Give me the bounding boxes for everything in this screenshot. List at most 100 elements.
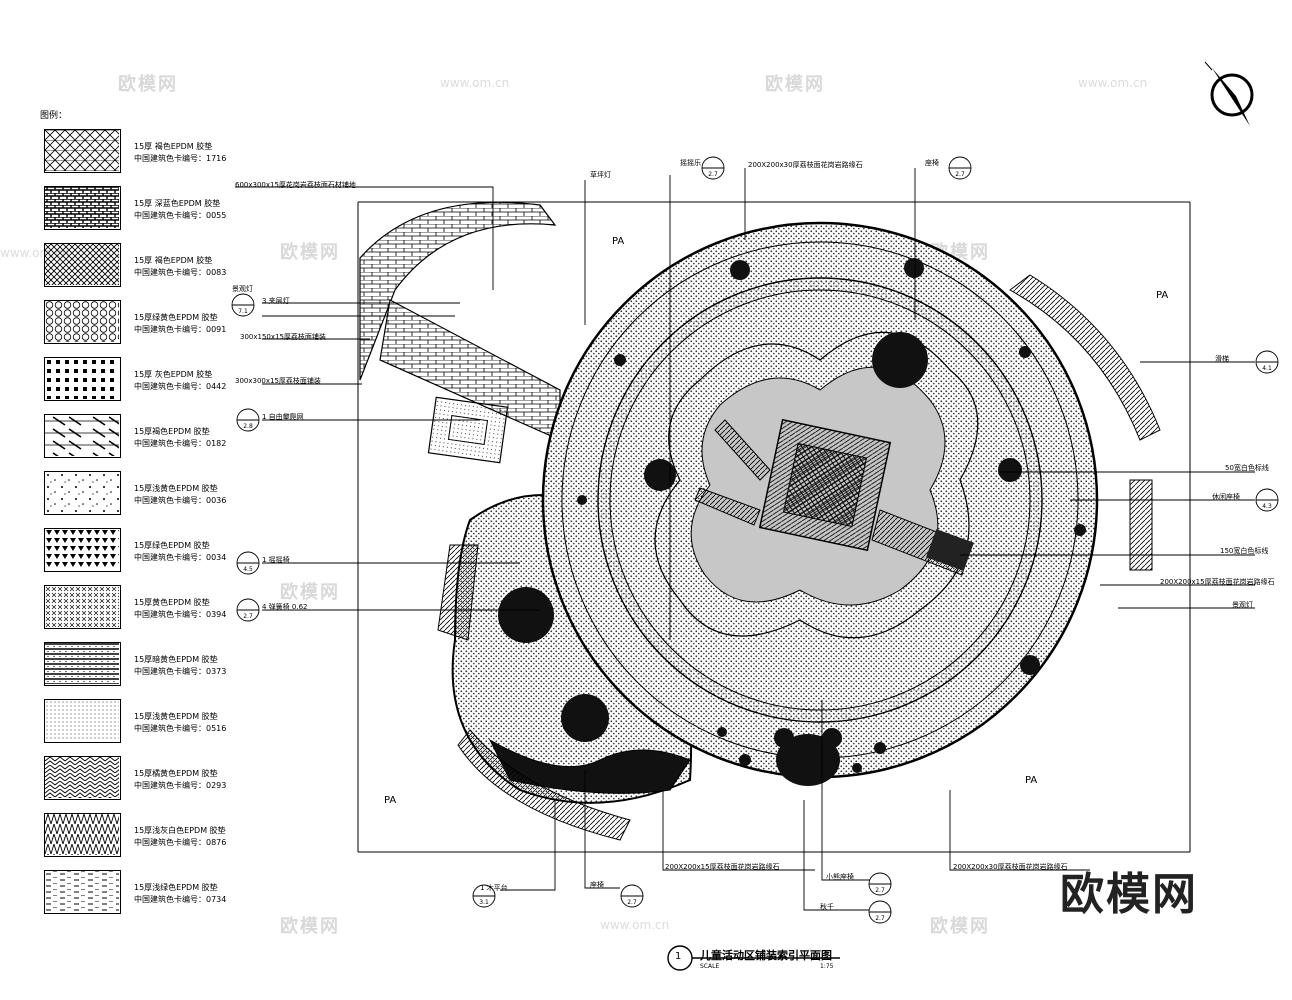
legend-item: 15厚 深蓝色EPDM 胶垫中国建筑色卡编号：0055 — [40, 186, 230, 243]
reference-sheet: 4.3 — [1262, 503, 1272, 510]
annotation-label: 景观灯 — [232, 285, 253, 293]
legend-swatch — [44, 243, 121, 287]
detail-reference: 3.1 — [472, 884, 496, 908]
north-arrow-icon — [1204, 61, 1254, 126]
legend-heading: 图例： — [40, 111, 68, 121]
shrub-icon — [874, 742, 886, 754]
title-marker — [667, 945, 840, 971]
tree-icon — [998, 458, 1022, 482]
reference-sheet: 3.1 — [479, 899, 489, 906]
annotation-label: 200X200x30厚荔枝面花岗岩路缘石 — [953, 863, 1068, 871]
annotation-label: 3 夹层灯 — [262, 297, 290, 305]
legend-color-code: 中国建筑色卡编号：0055 — [134, 211, 227, 220]
legend-item: 15厚 灰色EPDM 胶垫中国建筑色卡编号：0442 — [40, 357, 230, 414]
reference-sheet: 2.8 — [243, 423, 253, 430]
scale-value: 1:75 — [820, 963, 834, 970]
legend-color-code: 中国建筑色卡编号：0394 — [134, 610, 227, 619]
shrub-icon — [717, 727, 727, 737]
annotation-label: 300x300x15厚荔枝面铺装 — [235, 377, 321, 385]
annotation-label: 1 木平台 — [480, 884, 508, 892]
legend-material: 15厚绿黄色EPDM 胶垫 — [134, 313, 218, 322]
annotation-label: 600x300x15厚花岗岩荔枝面石材铺地 — [235, 181, 356, 189]
tree-icon — [730, 260, 750, 280]
watermark-logo: 欧模网 — [765, 74, 825, 95]
legend-item: 15厚浅黄色EPDM 胶垫中国建筑色卡编号：0036 — [40, 471, 230, 528]
detail-reference: 2.8 — [236, 408, 260, 432]
legend-item: 15厚浅灰白色EPDM 胶垫中国建筑色卡编号：0876 — [40, 813, 230, 870]
legend-material: 15厚褐色EPDM 胶垫 — [134, 427, 210, 436]
legend-color-code: 中国建筑色卡编号：0091 — [134, 325, 227, 334]
shrub-icon — [1074, 524, 1086, 536]
detail-reference: 4.3 — [1255, 488, 1279, 512]
legend-swatch — [44, 129, 121, 173]
paver-path — [359, 201, 561, 441]
legend-color-code: 中国建筑色卡编号：0516 — [134, 724, 227, 733]
legend-swatch — [44, 813, 121, 857]
legend-color-code: 中国建筑色卡编号：1716 — [134, 154, 227, 163]
legend-swatch — [44, 357, 121, 401]
annotation-label: 摇摇乐 — [680, 159, 701, 167]
tree-icon — [644, 459, 676, 491]
legend-item: 15厚褐色EPDM 胶垫中国建筑色卡编号：0182 — [40, 414, 230, 471]
legend-swatch — [44, 642, 121, 686]
detail-reference: 2.7 — [868, 900, 892, 924]
shrub-icon — [577, 495, 587, 505]
annotation-label: 滑梯 — [1215, 355, 1229, 363]
legend-material: 15厚浅灰白色EPDM 胶垫 — [134, 826, 226, 835]
legend-material: 15厚黄色EPDM 胶垫 — [134, 598, 210, 607]
reference-sheet: 4.5 — [243, 566, 253, 573]
annotation-label: 200X200x15厚荔枝面花岗岩路缘石 — [665, 863, 780, 871]
shrub-icon — [852, 763, 862, 773]
legend-material: 15厚浅绿色EPDM 胶垫 — [134, 883, 218, 892]
legend-item: 15厚暗黄色EPDM 胶垫中国建筑色卡编号：0373 — [40, 642, 230, 699]
annotation-label: 200X200x15厚荔枝面花岗岩路缘石 — [1160, 578, 1275, 586]
reference-sheet: 2.7 — [955, 171, 965, 178]
detail-reference: 2.7 — [236, 598, 260, 622]
legend-material: 15厚浅黄色EPDM 胶垫 — [134, 712, 218, 721]
annotation-label: 50宽白色标线 — [1225, 464, 1269, 472]
side-benches — [457, 274, 1161, 841]
tree-icon — [1020, 655, 1040, 675]
legend-color-code: 中国建筑色卡编号：0876 — [134, 838, 227, 847]
zone-label-pa: PA — [612, 236, 625, 247]
reference-sheet: 7.1 — [238, 308, 248, 315]
reference-sheet: 2.7 — [243, 613, 253, 620]
legend-swatch — [44, 471, 121, 515]
shrub-icon — [614, 354, 626, 366]
reference-sheet: 2.7 — [875, 887, 885, 894]
legend-color-code: 中国建筑色卡编号：0083 — [134, 268, 227, 277]
tree-icon — [872, 332, 928, 388]
annotation-label: 秋千 — [820, 903, 834, 911]
watermark-logo: 欧模网 — [280, 582, 340, 603]
legend-swatch — [44, 300, 121, 344]
legend-item: 15厚浅绿色EPDM 胶垫中国建筑色卡编号：0734 — [40, 870, 230, 927]
legend-item: 15厚绿色EPDM 胶垫中国建筑色卡编号：0034 — [40, 528, 230, 585]
tree-icon — [904, 258, 924, 278]
legend-item: 15厚 褐色EPDM 胶垫中国建筑色卡编号：1716 — [40, 129, 230, 186]
watermark-logo: 欧模网 — [280, 242, 340, 263]
annotation-label: 200X200x30厚荔枝面花岗岩路缘石 — [748, 161, 863, 169]
trees — [498, 258, 1086, 773]
drawing-title: 儿童活动区铺装索引平面图 — [700, 949, 832, 962]
zone-label-pa: PA — [1025, 775, 1038, 786]
legend-material: 15厚浅黄色EPDM 胶垫 — [134, 484, 218, 493]
watermark-logo: 欧模网 — [930, 916, 990, 937]
legend-item: 15厚橘黄色EPDM 胶垫中国建筑色卡编号：0293 — [40, 756, 230, 813]
watermark-url: www.om.cn — [600, 918, 670, 932]
legend-color-code: 中国建筑色卡编号：0373 — [134, 667, 227, 676]
legend-material: 15厚 灰色EPDM 胶垫 — [134, 370, 213, 379]
detail-reference: 4.5 — [236, 551, 260, 575]
legend-color-code: 中国建筑色卡编号：0036 — [134, 496, 227, 505]
legend-color-code: 中国建筑色卡编号：0034 — [134, 553, 227, 562]
reference-sheet: 2.7 — [708, 171, 718, 178]
tree-icon — [498, 587, 554, 643]
detail-reference: 2.7 — [868, 872, 892, 896]
annotation-label: 150宽白色标线 — [1220, 547, 1269, 555]
reference-sheet: 2.7 — [875, 915, 885, 922]
bench-pad — [427, 396, 509, 464]
zone-label-pa: PA — [1156, 290, 1169, 301]
annotation-label: 座椅 — [925, 159, 939, 167]
legend-item: 15厚浅黄色EPDM 胶垫中国建筑色卡编号：0516 — [40, 699, 230, 756]
